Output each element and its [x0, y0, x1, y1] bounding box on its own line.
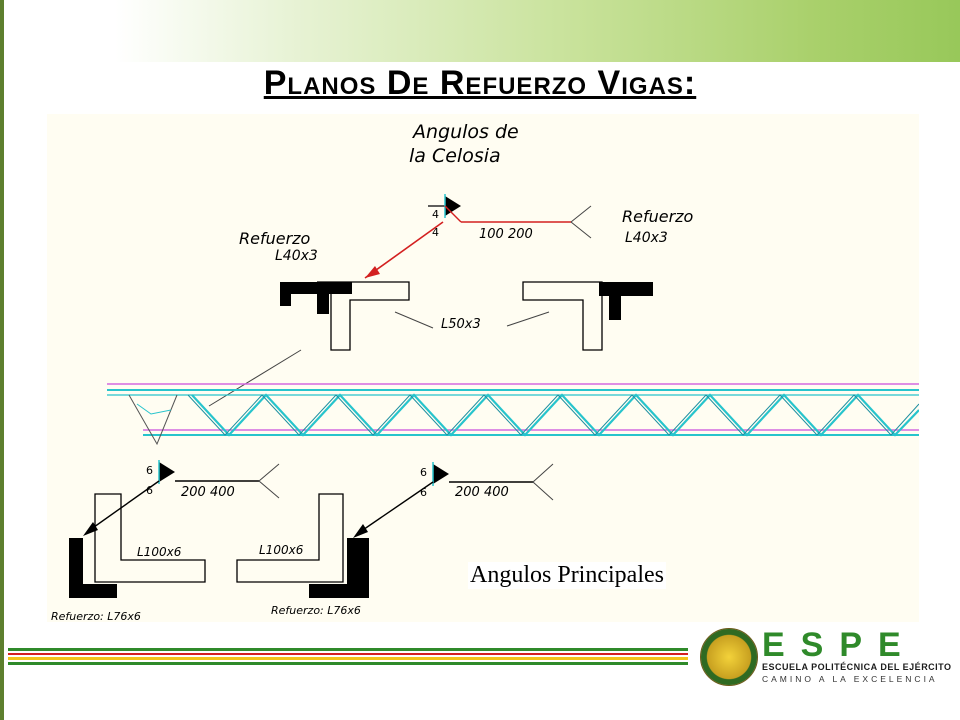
weld-symbol-right: 6 6 200 400	[353, 462, 554, 538]
footer-stripe-green-2	[8, 662, 688, 665]
weld-symbol-left: 6 6 200 400	[83, 460, 280, 536]
angle-principal-mid	[236, 493, 369, 598]
cad-drawing-svg: Angulos de la Celosia 4 4 100 200 Refuer…	[51, 121, 919, 622]
slide-title: Planos De Refuerzo Vigas:	[263, 64, 697, 102]
espe-tagline: CAMINO A LA EXCELENCIA	[762, 674, 938, 684]
weld-top-dims: 100 200	[479, 227, 533, 242]
bottom-mid-ref: Refuerzo: L76x6	[271, 604, 361, 617]
angle-section-left	[280, 281, 410, 351]
angle-principal-left	[69, 493, 206, 598]
weld-triangle-top	[445, 196, 461, 216]
weld-right-b: 6	[420, 486, 427, 499]
angulos-principales-label: Angulos Principales	[468, 562, 666, 589]
espe-subtitle: ESCUELA POLITÉCNICA DEL EJÉRCITO	[762, 662, 952, 672]
weld-left-a: 6	[146, 464, 153, 477]
espe-letters: ESPE	[762, 626, 917, 664]
top-right-label: Refuerzo	[622, 207, 694, 226]
top-left-size: L40x3	[275, 248, 318, 264]
weld-symbol-top: 4 4 100 200	[364, 194, 592, 279]
weld-left-b: 6	[146, 484, 153, 497]
drawing-heading-line2: la Celosia	[409, 145, 501, 167]
weld-right-a: 6	[420, 466, 427, 479]
footer-stripe-red	[8, 653, 688, 655]
bottom-left-size: L100x6	[137, 545, 182, 559]
bottom-mid-size: L100x6	[259, 543, 304, 557]
left-edge-bar	[0, 0, 4, 720]
bottom-left-ref: Refuerzo: L76x6	[51, 610, 141, 622]
footer-stripe-green	[8, 648, 688, 651]
truss-beam	[107, 383, 919, 446]
espe-seal-icon	[700, 628, 758, 686]
drawing-heading-line1: Angulos de	[411, 121, 519, 143]
cad-drawing: Angulos de la Celosia 4 4 100 200 Refuer…	[47, 114, 919, 622]
header-gradient-band	[0, 0, 960, 62]
angle-section-right	[522, 281, 653, 351]
weld-top-b: 4	[432, 226, 439, 239]
top-right-size: L40x3	[625, 230, 668, 246]
weld-top-a: 4	[432, 208, 439, 221]
top-left-label: Refuerzo	[239, 229, 311, 248]
footer	[0, 622, 960, 720]
weld-left-dims: 200 400	[181, 485, 235, 500]
footer-stripe-yellow	[8, 657, 688, 660]
espe-logo: ESPE ESCUELA POLITÉCNICA DEL EJÉRCITO CA…	[700, 626, 955, 688]
center-size-label: L50x3	[441, 317, 481, 332]
weld-right-dims: 200 400	[455, 485, 509, 500]
